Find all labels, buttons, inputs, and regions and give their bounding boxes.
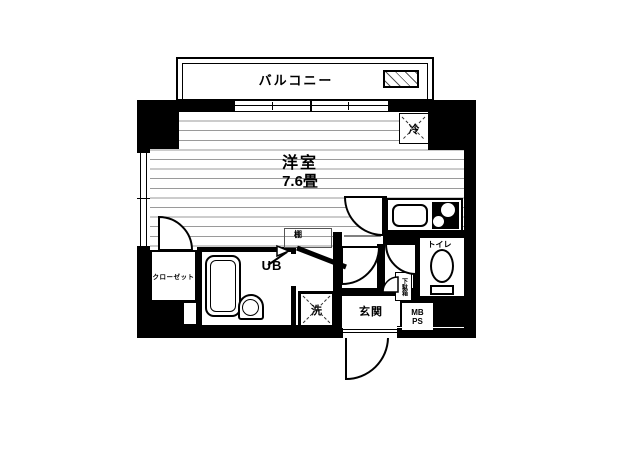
side-window-line [146,153,147,246]
closet: クローゼット [150,250,197,302]
wall-toilet-top [419,230,464,238]
entrance-threshold-line [343,329,397,330]
balcony-inner-line [182,63,428,101]
toilet-label: トイレ [427,240,452,249]
toilet-tank-icon [430,285,454,295]
wall-hall-divider [377,244,385,292]
kitchen-sink-icon [392,204,428,227]
entrance-door-arc [345,337,389,381]
wall-fridge-surround [428,112,464,150]
sliding-window-tick [272,102,273,110]
shoe-cabinet-label: 下駄箱 [400,277,407,296]
room-name: 洋室 [281,155,318,172]
side-window [137,153,150,246]
wall-right [464,100,476,338]
meter-box-label: MB [411,307,424,317]
washbasin-bowl-icon [242,299,259,316]
bathtub-inner-icon [210,260,236,312]
wall-hall-bottom [333,288,414,296]
entrance-label: 玄関 [359,306,383,318]
refrigerator-label: 冷 [407,120,421,137]
entrance-threshold-line [343,332,397,333]
balcony-equipment-hatch-icon [383,70,419,88]
closet-label: クローゼット [152,274,195,281]
room-size: 7.6畳 [282,173,318,190]
wall-kitchen-stub [381,196,387,236]
unit-bath-door-opening [291,254,296,286]
washing-machine-label: 洗 [310,301,323,318]
room-label: 洋室 7.6畳 [240,155,360,191]
pipe-niche [183,302,197,325]
wall-hall-left [333,232,342,328]
entrance-floor: 玄関 [342,296,400,326]
side-window-tick [137,198,150,199]
toilet-bowl-icon [430,249,454,283]
wall-below-closet [150,302,183,327]
sliding-window-divider [310,101,312,111]
pipe-space-label: PS [412,316,423,326]
unit-bath-label: UB [261,258,283,273]
refrigerator-space: 冷 [399,113,429,144]
stove-burner-icon [433,216,444,227]
shelf-label: 棚 [294,230,302,239]
balcony-label: バルコニー [258,73,334,88]
wall-under-kitchen [383,230,419,244]
washing-machine-space: 洗 [298,291,335,328]
wall-corner-block [150,108,179,149]
meter-box-pipe-space: MB PS [402,303,433,330]
sliding-window-tick [348,102,349,110]
side-window-line [140,153,141,246]
shelf-outline [284,228,332,248]
shoe-cabinet: 下駄箱 [395,272,412,301]
stove-burner-icon [441,203,455,217]
